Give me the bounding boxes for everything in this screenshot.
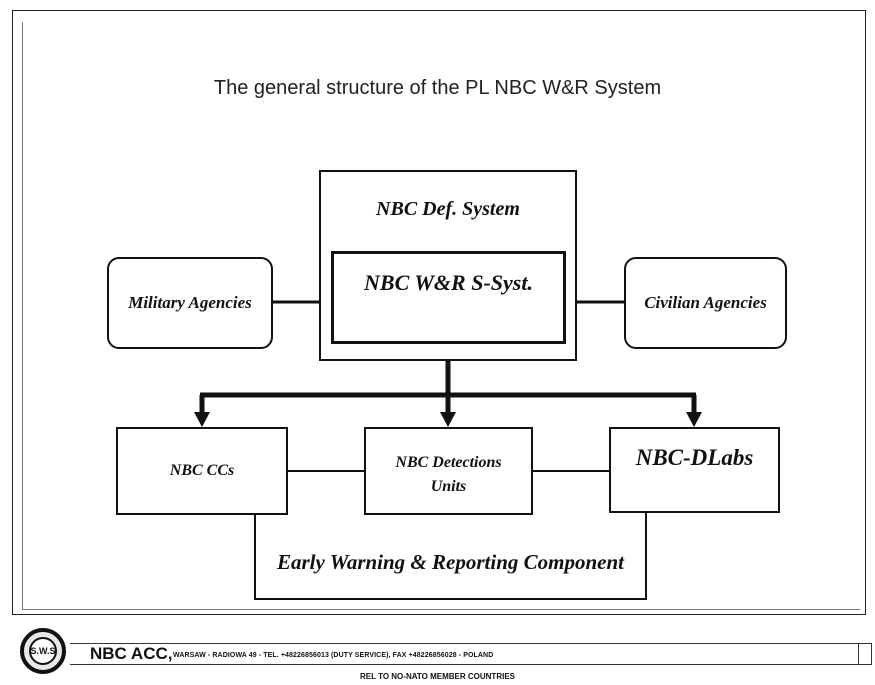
nbc-dlabs-box: NBC-DLabs (609, 427, 780, 513)
nbc-detections-box: NBC Detections Units (364, 427, 533, 515)
nbc-dlabs-label: NBC-DLabs (635, 445, 754, 470)
civilian-agencies-label: Civilian Agencies (644, 293, 767, 312)
footer-org-name: NBC ACC, (90, 644, 173, 663)
footer-release-note: REL TO NO-NATO MEMBER COUNTRIES (360, 672, 515, 681)
footer-corner-box (858, 643, 872, 665)
military-agencies-box: Military Agencies (107, 257, 273, 349)
nbc-detections-label: NBC Detections Units (395, 454, 502, 495)
arrow-ccs-head (194, 412, 210, 427)
wr-subsystem-label: NBC W&R S-Syst. (364, 270, 533, 295)
slide-inner-rule (22, 22, 860, 610)
nbc-acc-logo: S.W.S (20, 628, 66, 674)
arrow-dlabs-head (686, 412, 702, 427)
early-warning-label: Early Warning & Reporting Component (277, 550, 624, 574)
footer-banner (70, 643, 860, 665)
slide-frame (12, 10, 866, 615)
arrow-detections-head (440, 412, 456, 427)
nbc-ccs-box: NBC CCs (116, 427, 288, 515)
civilian-agencies-box: Civilian Agencies (624, 257, 787, 349)
logo-text: S.W.S (30, 646, 56, 656)
def-system-label: NBC Def. System (376, 198, 520, 220)
wr-subsystem-box: NBC W&R S-Syst. (331, 251, 566, 344)
footer: S.W.S NBC ACC, WARSAW - RADIOWA 49 - TEL… (0, 620, 875, 685)
diagram-title: The general structure of the PL NBC W&R … (213, 77, 662, 99)
military-agencies-label: Military Agencies (128, 293, 252, 312)
nbc-ccs-label: NBC CCs (169, 462, 235, 479)
footer-address: WARSAW - RADIOWA 49 - TEL. +48226856013 … (173, 652, 494, 659)
logo-emblem: S.W.S (29, 637, 57, 665)
